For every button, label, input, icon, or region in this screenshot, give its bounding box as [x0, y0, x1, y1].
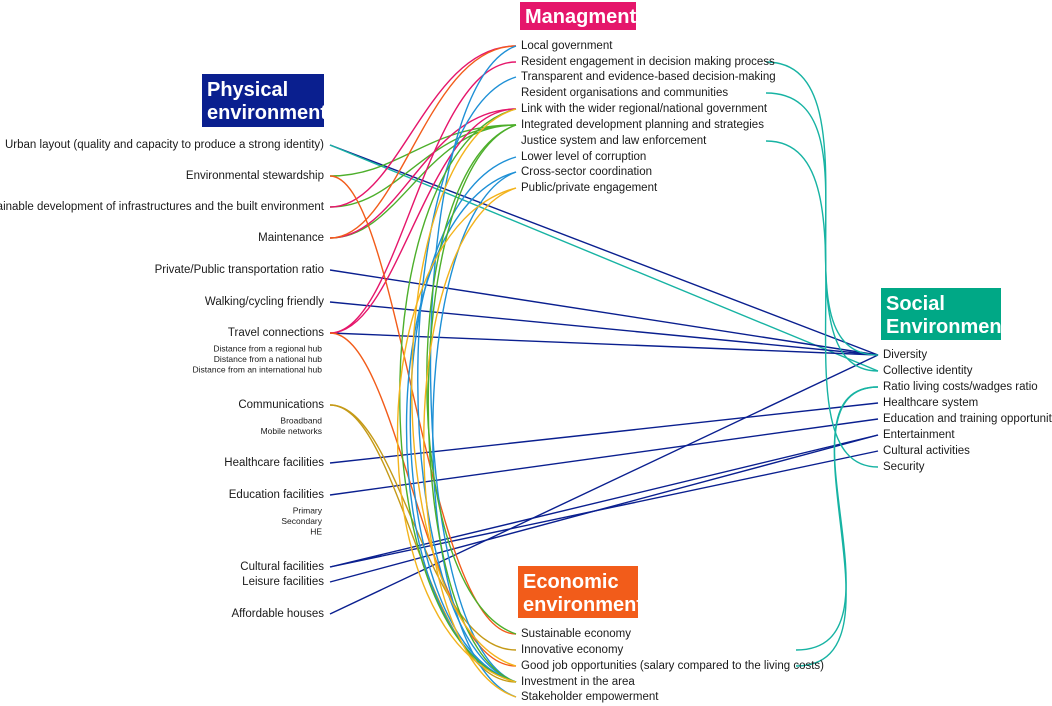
link-corrupt-invest: [409, 156, 517, 683]
management-category: Managment: [520, 2, 636, 30]
physical-category: Physical environment: [202, 74, 327, 127]
link-justice-security: [765, 140, 879, 468]
labels-layer: Urban layout (quality and capacity to pr…: [0, 40, 1052, 703]
physical-subitem-comms-1: Mobile networks: [261, 426, 322, 436]
economic-item-stake: Stakeholder empowerment: [521, 691, 659, 703]
social-category-line1: Social: [886, 293, 945, 315]
link-edufac-edutrain: [329, 418, 879, 496]
economic-item-invest: Investment in the area: [521, 676, 635, 688]
physical-item-maint: Maintenance: [258, 232, 324, 244]
management-item-reseng: Resident engagement in decision making p…: [521, 56, 775, 68]
link-maint-localgov: [329, 45, 517, 239]
economic-item-susteco: Sustainable economy: [521, 628, 631, 640]
physical-subitem-edufac-1: Secondary: [281, 516, 322, 526]
economic-item-goodjob: Good job opportunities (salary compared …: [521, 660, 824, 672]
link-afford-diversity: [329, 354, 879, 615]
management-category-title: Managment: [525, 6, 636, 28]
social-item-collid: Collective identity: [883, 365, 973, 377]
physical-subitem-travel-0: Distance from a regional hub: [213, 343, 322, 353]
economic-category-line2: environment: [523, 594, 643, 616]
link-link-goodjob: [411, 108, 517, 667]
social-category-box: [881, 288, 1001, 340]
social-category-line2: Environment: [886, 316, 1009, 338]
management-item-localgov: Local government: [521, 40, 613, 52]
economic-category-line1: Economic: [523, 571, 619, 593]
physical-subitem-comms-0: Broadband: [280, 415, 322, 425]
physical-subitem-edufac-2: HE: [310, 526, 322, 536]
link-pubpriv-invest: [396, 187, 517, 683]
physical-item-sustinfra: Sustainable development of infrastructur…: [0, 201, 325, 213]
physical-category-box: [202, 74, 324, 127]
link-pubpriv-stake: [423, 187, 517, 698]
link-innov-ratio: [795, 386, 879, 651]
management-item-crosssec: Cross-sector coordination: [521, 166, 652, 178]
link-reseng-collid: [765, 61, 879, 372]
physical-item-afford: Affordable houses: [232, 608, 325, 620]
physical-item-urban: Urban layout (quality and capacity to pr…: [5, 139, 324, 151]
management-category-box: [520, 2, 636, 30]
physical-subitem-travel-2: Distance from an international hub: [193, 364, 323, 374]
link-sustinfra-localgov: [329, 45, 517, 208]
link-ppt-diversity: [329, 269, 879, 356]
management-item-corrupt: Lower level of corruption: [521, 151, 646, 163]
social-item-health: Healthcare system: [883, 397, 978, 409]
link-travel-link: [329, 108, 517, 334]
management-item-resorg: Resident organisations and communities: [521, 87, 728, 99]
economic-item-innov: Innovative economy: [521, 644, 624, 656]
social-item-cultact: Cultural activities: [883, 445, 970, 457]
management-item-pubpriv: Public/private engagement: [521, 182, 658, 194]
physical-subitem-edufac-0: Primary: [293, 505, 323, 515]
link-sustinfra-intdev: [329, 124, 517, 208]
link-maint-link: [329, 108, 517, 239]
physical-category-line1: Physical: [207, 79, 288, 101]
physical-item-cultfac: Cultural facilities: [240, 561, 324, 573]
economic-category-box: [518, 566, 638, 618]
link-walk-diversity: [329, 301, 879, 356]
physical-subitem-travel-1: Distance from a national hub: [214, 354, 322, 364]
physical-item-comms: Communications: [238, 399, 324, 411]
management-item-intdev: Integrated development planning and stra…: [521, 119, 764, 131]
link-resorg-diversity: [765, 92, 879, 356]
link-travel-diversity: [329, 332, 879, 356]
physical-item-ppt: Private/Public transportation ratio: [155, 264, 324, 276]
link-cultfac-entert: [329, 434, 879, 568]
link-goodjob-ratio: [795, 386, 879, 667]
physical-item-envstew: Environmental stewardship: [186, 170, 324, 182]
link-link-invest: [399, 108, 517, 683]
economic-category: Economic environment: [518, 566, 643, 618]
social-item-edutrain: Education and training opportunities: [883, 413, 1052, 425]
links-layer: [329, 45, 879, 698]
social-item-entert: Entertainment: [883, 429, 955, 441]
management-item-link: Link with the wider regional/national go…: [521, 103, 768, 115]
link-comms-invest: [329, 404, 517, 683]
link-crosssec-stake: [432, 171, 517, 698]
physical-item-edufac: Education facilities: [229, 489, 324, 501]
social-item-diversity: Diversity: [883, 349, 927, 361]
physical-item-leisfac: Leisure facilities: [242, 576, 324, 588]
social-category: Social Environment: [881, 288, 1009, 340]
social-item-security: Security: [883, 461, 925, 473]
link-envstew-intdev: [329, 124, 517, 177]
link-urban-collid: [329, 144, 879, 372]
link-urban-diversity: [329, 144, 879, 356]
link-transp-invest: [417, 76, 517, 683]
management-item-transp: Transparent and evidence-based decision-…: [521, 71, 776, 83]
management-item-justice: Justice system and law enforcement: [521, 135, 707, 147]
link-maint-intdev: [329, 124, 517, 239]
social-item-ratio: Ratio living costs/wadges ratio: [883, 381, 1038, 393]
link-healthfac-health: [329, 402, 879, 464]
physical-item-healthfac: Healthcare facilities: [224, 457, 324, 469]
physical-item-walk: Walking/cycling friendly: [205, 296, 324, 308]
physical-category-line2: environment: [207, 102, 327, 124]
link-intdev-invest: [427, 124, 517, 683]
physical-item-travel: Travel connections: [228, 327, 324, 339]
link-comms-innov: [329, 404, 517, 651]
